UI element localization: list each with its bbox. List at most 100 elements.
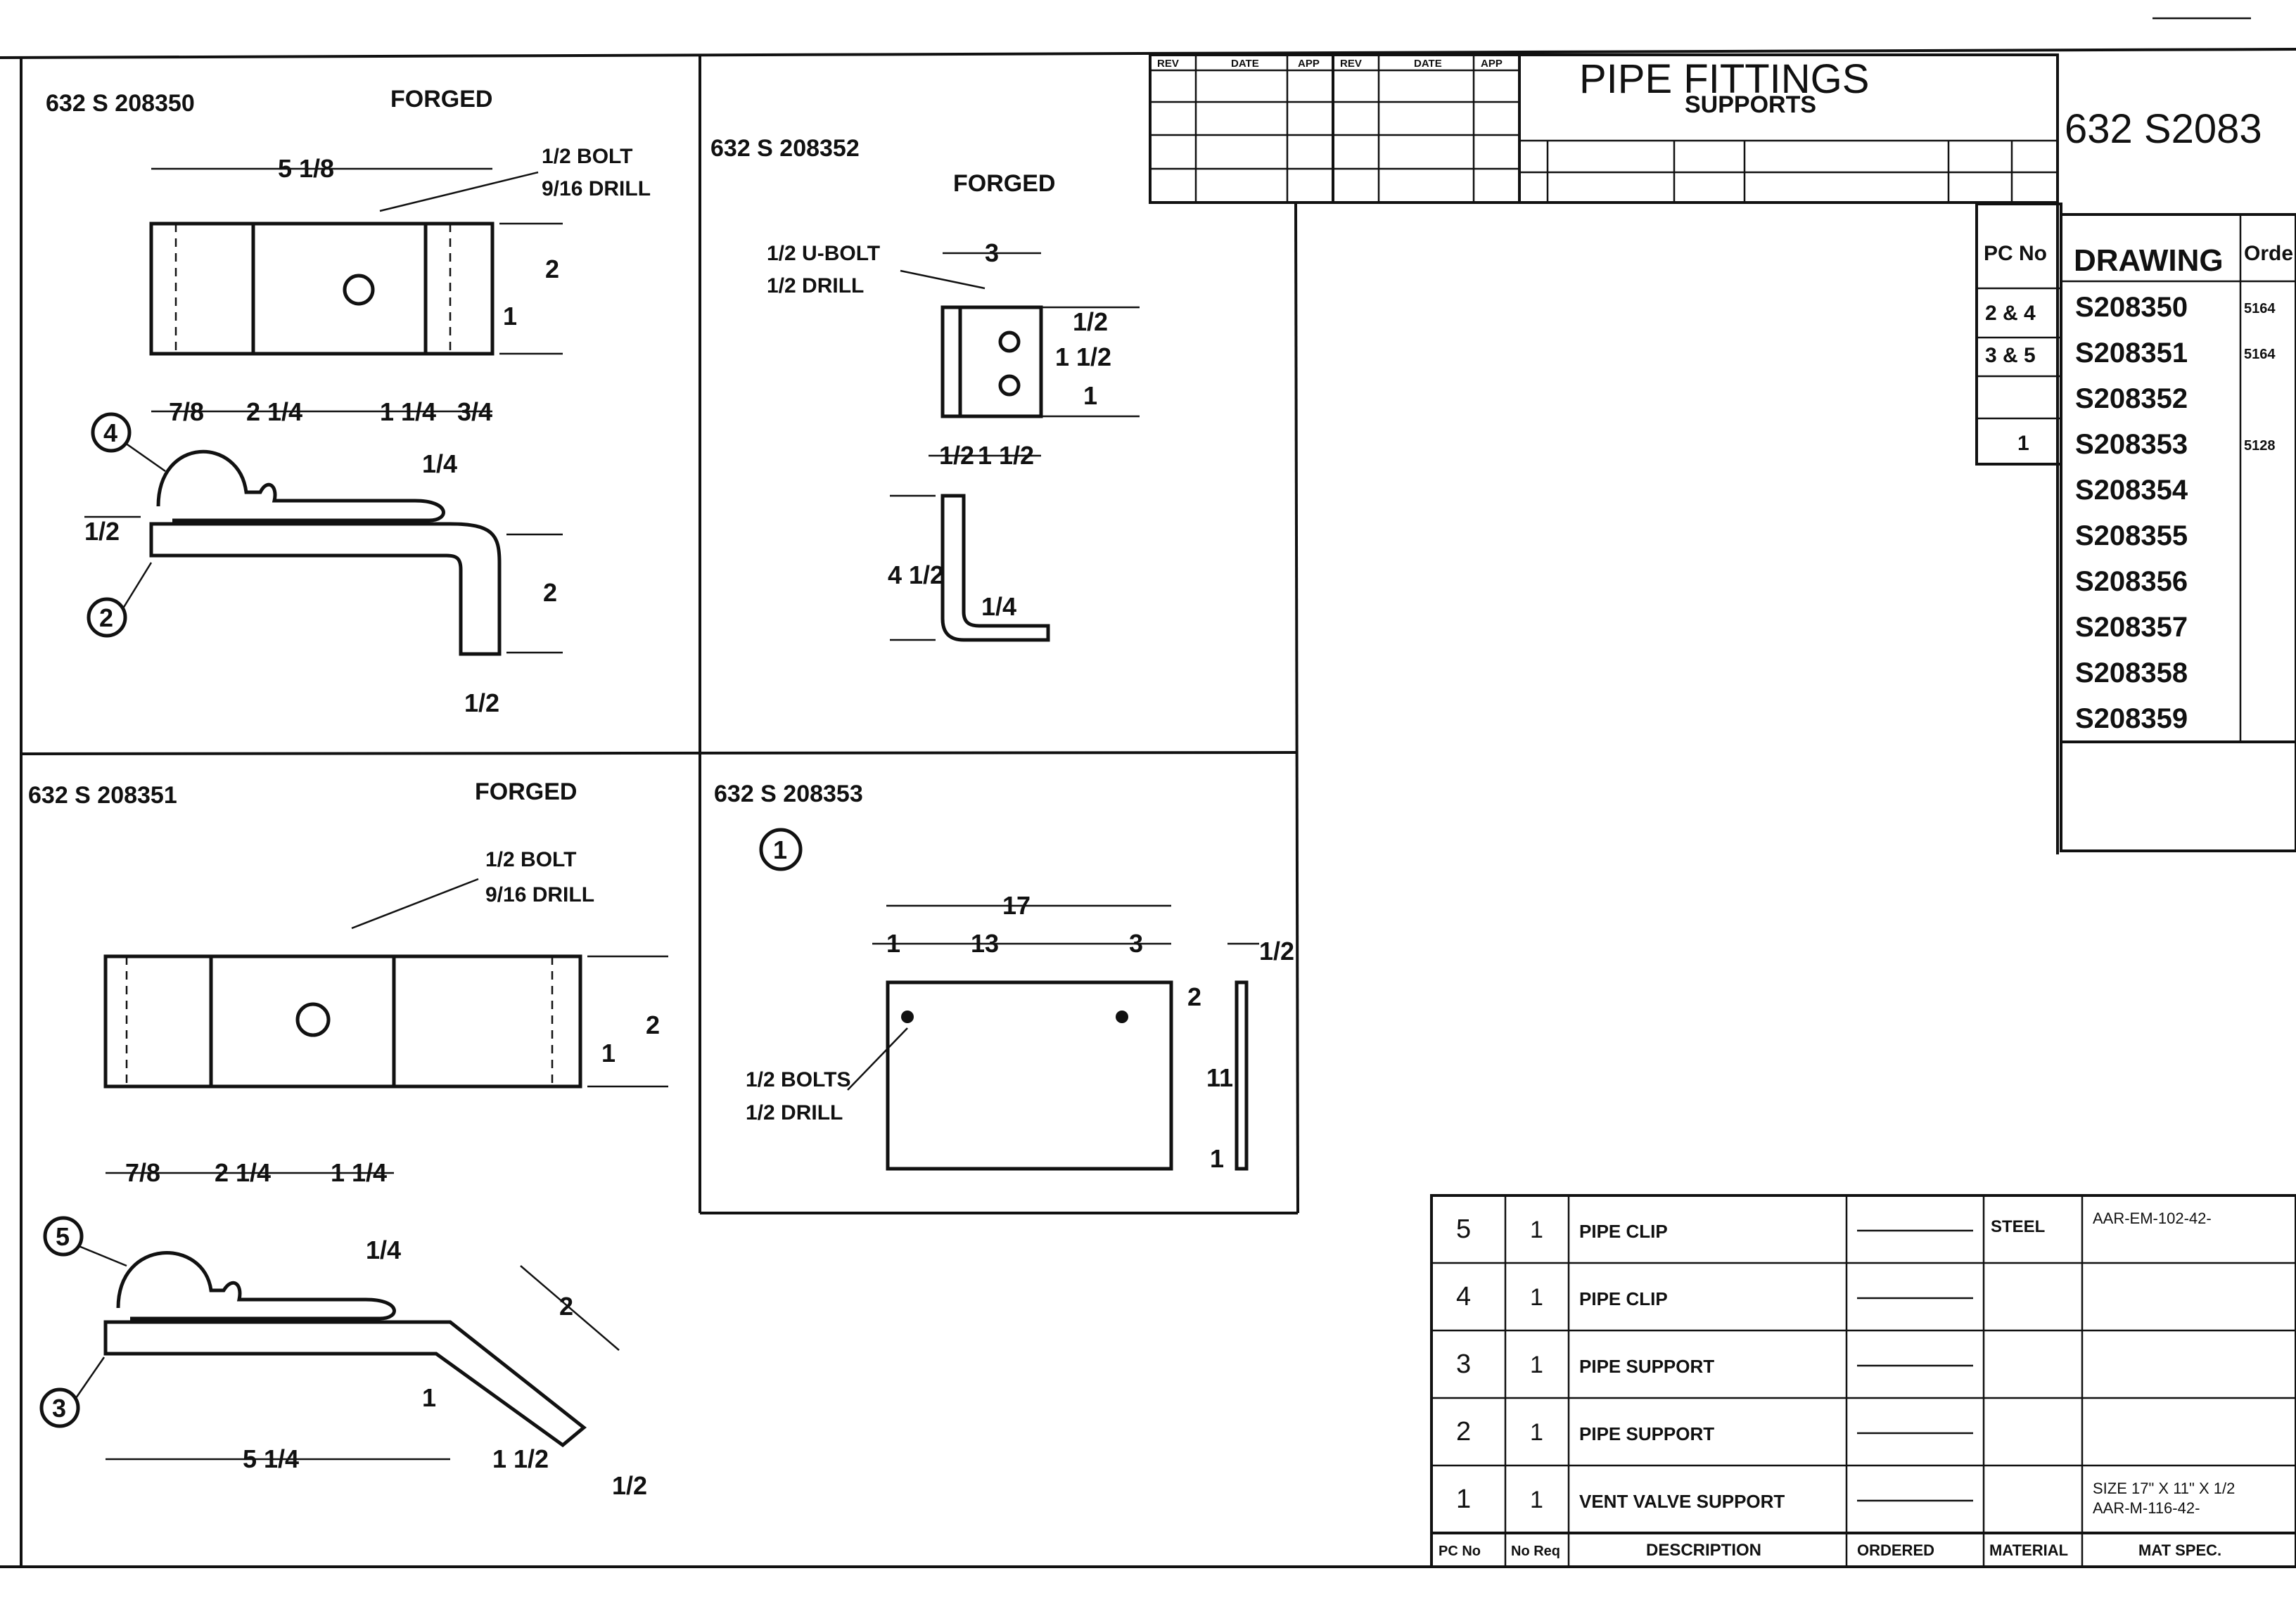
bom-header-spec: MAT SPEC. bbox=[2138, 1541, 2221, 1559]
pipe-clip-side bbox=[156, 449, 445, 522]
part-top-view bbox=[103, 954, 582, 1089]
rev-col: REV bbox=[1157, 58, 1179, 70]
dim-g: 5 1/4 bbox=[243, 1444, 299, 1473]
drawing-index: PC No 2 & 4 3 & 5 1 DRAWING Order S20835… bbox=[1975, 203, 2296, 852]
index-pc: 3 & 5 bbox=[1985, 344, 2036, 367]
view-208351-process: FORGED bbox=[475, 778, 577, 805]
dim-foot: 1/2 bbox=[464, 688, 499, 717]
view-208352-drill-note: 1/2 DRILL bbox=[767, 274, 864, 297]
rev-col: DATE bbox=[1414, 58, 1442, 70]
bom-spec: AAR-M-116-42- bbox=[2093, 1499, 2200, 1517]
bolt-hole bbox=[998, 374, 1021, 397]
bom-qty: 1 bbox=[1530, 1352, 1543, 1378]
piece-balloon bbox=[91, 412, 132, 453]
dim-i: 1/2 bbox=[612, 1471, 647, 1500]
drawing-subtitle: SUPPORTS bbox=[1685, 91, 1816, 118]
leader-line bbox=[847, 1027, 908, 1091]
piece-balloon bbox=[87, 597, 127, 638]
pipe-clip-side bbox=[116, 1251, 396, 1321]
index-drawing-number: S208359 bbox=[2075, 703, 2188, 734]
view-208353-number: 632 S 208353 bbox=[714, 781, 863, 807]
dim-overall: 5 1/8 bbox=[278, 154, 334, 183]
index-drawing-number: S208351 bbox=[2075, 338, 2188, 368]
dim-b: 2 1/4 bbox=[215, 1158, 271, 1187]
view-208351-drill-note: 9/16 DRILL bbox=[485, 883, 594, 906]
piece-balloon bbox=[43, 1216, 84, 1257]
view-208352: 632 S 208352 FORGED 1/2 U-BOLT 1/2 DRILL… bbox=[710, 135, 1140, 642]
leader-line bbox=[351, 878, 479, 930]
rev-col: REV bbox=[1340, 58, 1362, 70]
view-208352-bolt-note: 1/2 U-BOLT bbox=[767, 242, 880, 265]
dim-e: 1 bbox=[1210, 1144, 1224, 1173]
leader-line bbox=[900, 269, 986, 290]
dim-height: 2 bbox=[543, 578, 557, 607]
bom-pc: 3 bbox=[1456, 1349, 1471, 1379]
dim-b: 2 1/4 bbox=[246, 397, 302, 426]
dim-c: 1 1/4 bbox=[380, 397, 436, 426]
rev-col: APP bbox=[1481, 58, 1503, 70]
dim-offset: 1 bbox=[601, 1039, 616, 1067]
bom-qty: 1 bbox=[1530, 1487, 1543, 1513]
title-block: PIPE FITTINGS SUPPORTS 632 S2083 bbox=[1518, 53, 2262, 854]
view-208351-number: 632 S 208351 bbox=[28, 782, 177, 809]
index-drawing-number: S208353 bbox=[2075, 429, 2188, 460]
view-208350-number: 632 S 208350 bbox=[46, 90, 195, 117]
part-top-view bbox=[149, 222, 495, 356]
dim-width: 2 bbox=[545, 255, 559, 283]
dim-d: 2 bbox=[1187, 982, 1201, 1011]
bom-spec: SIZE 17" X 11" X 1/2 bbox=[2093, 1480, 2235, 1497]
bom-pc: 2 bbox=[1456, 1417, 1471, 1447]
bom-qty: 1 bbox=[1530, 1217, 1543, 1243]
dim-a: 7/8 bbox=[125, 1158, 160, 1187]
index-order-ref: 5164 bbox=[2244, 347, 2276, 362]
bom-header-qty: No Req bbox=[1511, 1544, 1560, 1559]
dim-c: 3 bbox=[1129, 929, 1143, 958]
bom-qty: 1 bbox=[1530, 1284, 1543, 1311]
bom-header-description: DESCRIPTION bbox=[1646, 1541, 1761, 1560]
bom-material: STEEL bbox=[1991, 1217, 2045, 1236]
bolt-hole bbox=[295, 1002, 331, 1037]
bom-pc: 4 bbox=[1456, 1282, 1471, 1311]
dim-thickness: 1/2 bbox=[84, 517, 120, 546]
view-208353: 632 S 208353 1 1/2 BOLTS 1/2 DRILL 17 1 … bbox=[714, 781, 1294, 1173]
bom-pc: 1 bbox=[1456, 1484, 1471, 1514]
dim-height: 4 1/2 bbox=[888, 560, 944, 589]
dim-f: 1 bbox=[422, 1383, 436, 1412]
bom-description: PIPE CLIP bbox=[1579, 1288, 1668, 1309]
pipe-support-bent bbox=[103, 1320, 587, 1448]
sheet-border-top bbox=[0, 48, 2296, 59]
view-208350-drill-note: 9/16 DRILL bbox=[542, 177, 651, 200]
piece-number: 1 bbox=[773, 835, 787, 864]
bom-description: PIPE CLIP bbox=[1579, 1221, 1668, 1242]
bom-header-material: MATERIAL bbox=[1989, 1541, 2068, 1559]
dim-e: 2 bbox=[559, 1292, 573, 1321]
dim-b: 13 bbox=[971, 929, 999, 958]
drawing-title: PIPE FITTINGS bbox=[1579, 56, 1870, 102]
index-drawing-number: S208358 bbox=[2075, 658, 2188, 688]
index-drawing-number: S208352 bbox=[2075, 383, 2188, 414]
dim-height: 11 bbox=[1206, 1063, 1233, 1092]
dim-thickness: 1/4 bbox=[981, 592, 1016, 621]
index-order-header: Order bbox=[2244, 242, 2296, 265]
piece-number: 4 bbox=[103, 418, 117, 447]
leader-line bbox=[78, 1245, 127, 1267]
index-drawing-number: S208357 bbox=[2075, 612, 2188, 643]
drawing-number: 632 S2083 bbox=[2065, 106, 2262, 152]
index-order-ref: 5164 bbox=[2244, 301, 2276, 316]
dim-thickness: 1/2 bbox=[1259, 937, 1294, 966]
leader-line bbox=[379, 171, 539, 212]
rev-col: APP bbox=[1298, 58, 1320, 70]
dim-width: 2 bbox=[646, 1011, 660, 1039]
plate-edge-view bbox=[1235, 980, 1249, 1171]
index-drawing-number: S208354 bbox=[2075, 475, 2188, 506]
dim-length: 17 bbox=[1002, 891, 1031, 920]
piece-number: 3 bbox=[52, 1394, 66, 1423]
index-drawing-header: DRAWING bbox=[2074, 243, 2224, 278]
index-drawing-number: S208355 bbox=[2075, 520, 2188, 551]
bolt-hole bbox=[1116, 1011, 1128, 1023]
dim-a: 1 bbox=[886, 929, 900, 958]
